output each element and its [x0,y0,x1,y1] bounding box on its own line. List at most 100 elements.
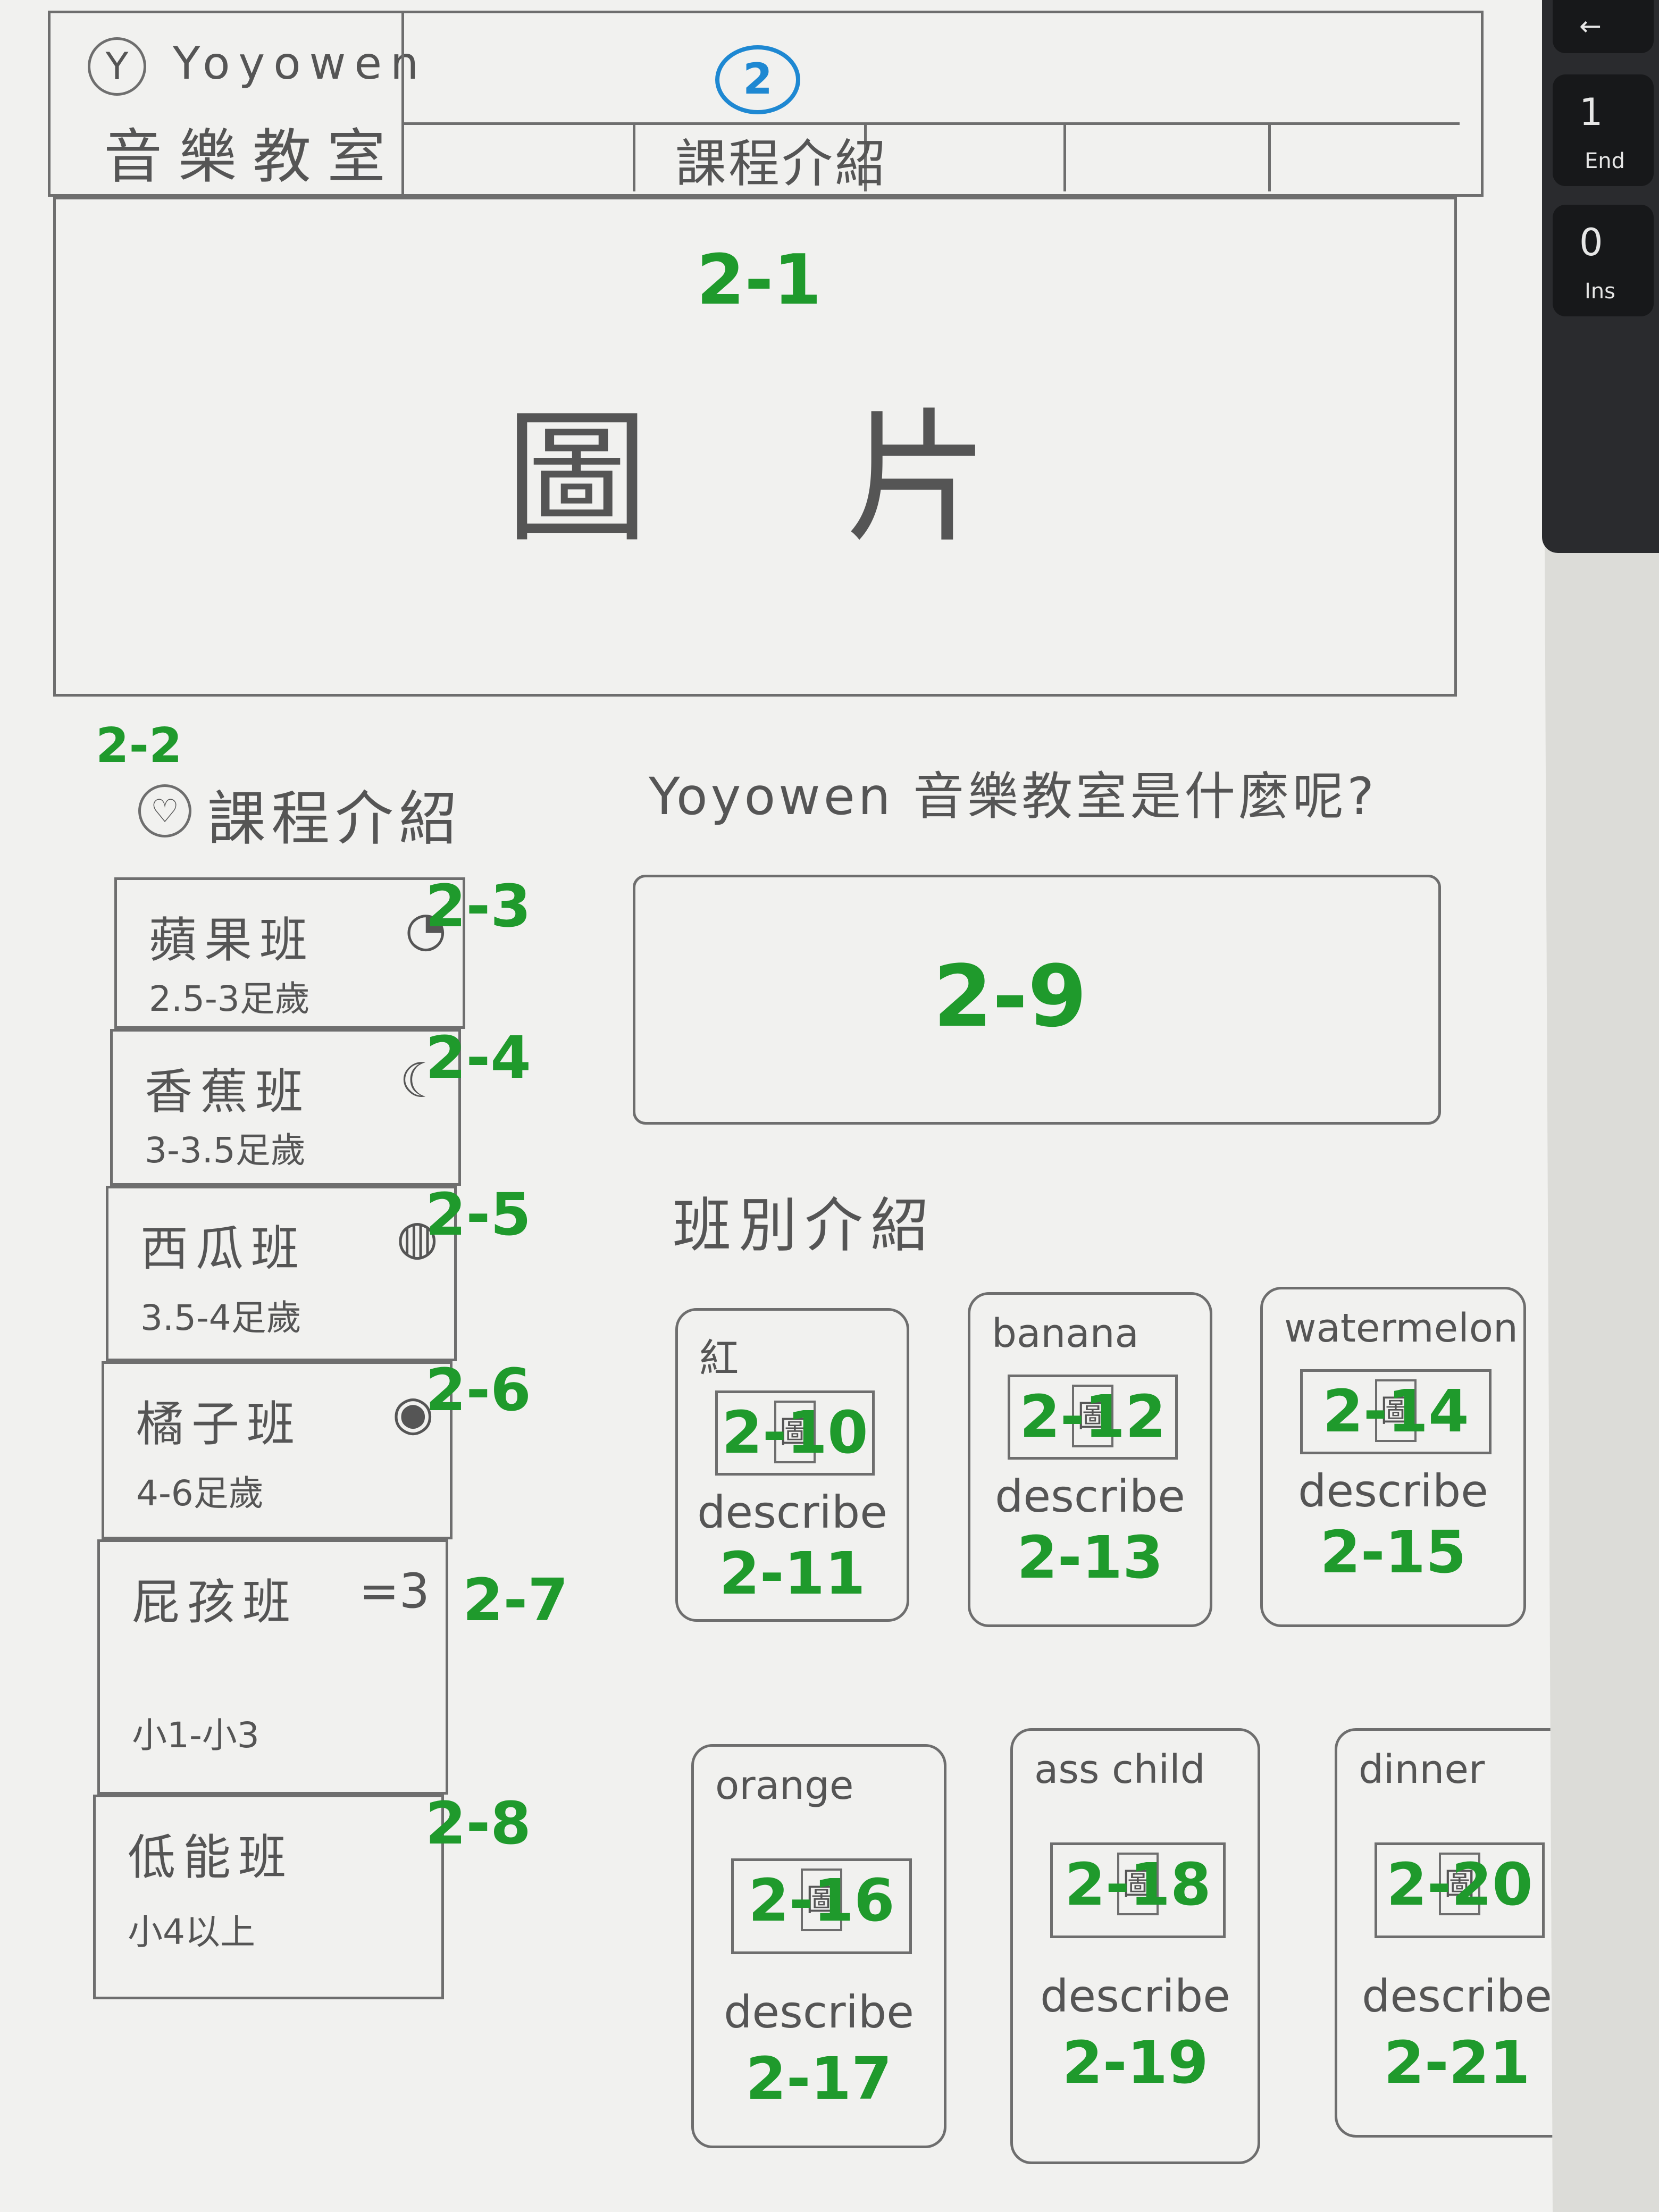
banner-placeholder-right: 片 [845,395,989,562]
sidebar-item[interactable]: 蘋果班 2.5-3足歲 ◔ [114,877,465,1029]
brand-name: Yoyowen [173,37,428,89]
butt-icon: =3 [359,1563,430,1619]
sidebar-item-name: 屁孩班 [132,1574,298,1630]
class-card-image-tag: 2-10 [722,1398,868,1467]
nav-item-1[interactable] [633,122,867,191]
classes-heading: 班別介紹 [673,1192,936,1260]
key-label: ← [1579,11,1602,41]
class-card-image-tag: 2-16 [748,1866,895,1934]
page-number-badge: 2 [715,45,800,114]
class-card-description: describe [697,1486,887,1538]
class-card-description-tag: 2-13 [1017,1523,1163,1591]
sidebar-item-tag: 2-5 [425,1180,531,1249]
sidebar-tag: 2-2 [96,718,182,774]
class-card-title: banana [992,1311,1139,1356]
heart-icon: ♡ [138,784,191,837]
banner-image [53,197,1457,697]
class-card-title: 紅 [699,1336,739,1381]
image-placeholder-icon: 圖 [774,1401,816,1463]
about-content-box [633,875,1441,1125]
header-bar [48,11,1484,197]
class-card-description-tag: 2-11 [719,1539,866,1607]
sidebar-item-age: 小4以上 [128,1912,255,1953]
image-placeholder-icon: 圖 [1375,1379,1417,1442]
sidebar-item[interactable]: 低能班小4以上 [93,1795,444,1999]
brand-subtitle: 音樂教室 [104,123,401,191]
image-placeholder-icon: 圖 [1072,1385,1113,1447]
class-card-description-tag: 2-19 [1062,2029,1209,2097]
sidebar-item-age: 3.5-4足歲 [140,1297,301,1338]
class-card-description: describe [1298,1465,1488,1517]
class-card-description-tag: 2-21 [1384,2029,1530,2097]
page-number: 2 [743,54,773,104]
sidebar-item-tag: 2-8 [425,1789,531,1857]
sidebar-title: 課程介紹 [207,785,463,853]
key-label: 1 [1579,90,1603,134]
image-placeholder-icon: 圖 [801,1869,842,1931]
sketch-paper: Y Yoyowen 音樂教室 2 課程介紹 2-1 圖 片 2-2 ♡ 課程介紹… [0,0,1553,2212]
sidebar-item[interactable]: 屁孩班小1-小3 =3 [97,1539,448,1795]
sidebar-item-tag: 2-7 [463,1566,568,1634]
class-card-image-tag: 2-14 [1322,1377,1469,1445]
sidebar-item-age: 小1-小3 [132,1715,259,1756]
arrow-key: ← [1553,0,1654,53]
class-card-title: ass child [1034,1747,1205,1792]
nav-line [404,122,1460,125]
class-card-title: dinner [1359,1747,1485,1792]
orange-icon: ◉ [392,1385,434,1441]
sidebar-item-tag: 2-3 [425,872,531,940]
header-divider [401,11,404,197]
key-sublabel: End [1585,149,1626,173]
sidebar-item-tag: 2-4 [425,1024,531,1092]
class-card-description-tag: 2-15 [1320,1518,1467,1586]
key-label: 0 [1579,221,1603,264]
class-card-image-tag: 2-12 [1019,1382,1166,1451]
key-sublabel: Ins [1585,279,1615,304]
sidebar-item-name: 香蕉班 [145,1064,311,1120]
about-tag: 2-9 [933,946,1087,1046]
about-heading: Yoyowen 音樂教室是什麼呢? [649,767,1378,826]
apple-icon: ◔ [405,901,447,957]
sidebar-item[interactable]: 橘子班 4-6足歲 ◉ [102,1361,453,1539]
sidebar-item-name: 橘子班 [136,1396,302,1452]
sidebar-item-tag: 2-6 [425,1356,531,1424]
class-card-description: describe [1362,1970,1552,2022]
class-card-description: describe [995,1470,1185,1522]
class-card-image-tag: 2-18 [1065,1850,1211,1918]
nav-item-courses[interactable]: 課程介紹 [675,134,888,194]
banner-placeholder-left: 圖 [505,395,649,562]
class-card-description-tag: 2-17 [745,2045,892,2113]
watermelon-icon: ◍ [396,1210,438,1266]
class-card-description: describe [724,1986,914,2038]
image-placeholder-icon: 圖 [1117,1853,1159,1915]
class-card-title: watermelon [1284,1305,1518,1351]
sidebar-item-age: 4-6足歲 [136,1473,264,1514]
sidebar-item[interactable]: 香蕉班 3-3.5足歲 ☾ [110,1029,461,1186]
sidebar-item-age: 3-3.5足歲 [145,1130,306,1171]
class-card-description: describe [1040,1970,1230,2022]
image-placeholder-icon: 圖 [1439,1853,1480,1915]
sidebar-item-name: 低能班 [128,1830,294,1886]
sidebar-item-age: 2.5-3足歲 [149,978,310,1019]
ins-key: 0 Ins [1553,205,1654,316]
nav-item-3[interactable] [1063,122,1271,191]
sidebar-item-name: 蘋果班 [149,912,315,968]
class-card-image-tag: 2-20 [1386,1850,1533,1918]
keyboard: ← 1 End 0 Ins [1542,0,1659,553]
banana-icon: ☾ [399,1053,442,1109]
class-card-title: orange [715,1763,854,1808]
logo-icon: Y [88,37,146,96]
